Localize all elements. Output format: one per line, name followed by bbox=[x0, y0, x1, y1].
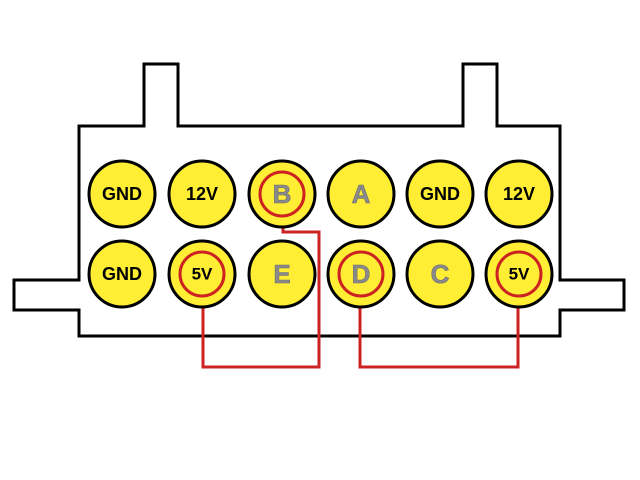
top-pin-6-label: 12V bbox=[503, 184, 535, 204]
bottom-pin-4-label: D bbox=[352, 259, 371, 289]
top-pin-row: GND 12V B A GND 12V bbox=[87, 159, 554, 229]
bottom-pin-row: GND 5V E D C 5V bbox=[87, 239, 554, 309]
bottom-pin-4-jumper-ring bbox=[337, 250, 385, 298]
top-pin-4-a bbox=[326, 159, 396, 229]
bottom-pin-3-label: E bbox=[273, 259, 290, 289]
top-pin-1-label: GND bbox=[102, 184, 142, 204]
bottom-pin-6-jumper-ring bbox=[495, 250, 543, 298]
bottom-pin-2-label: 5V bbox=[192, 265, 213, 284]
top-pin-3-jumper-ring bbox=[258, 170, 306, 218]
jumper-wire-d-to-5v bbox=[358, 290, 520, 369]
top-pin-2-12v bbox=[167, 159, 237, 229]
top-pin-4-label: A bbox=[352, 179, 371, 209]
bottom-pin-3-e bbox=[247, 239, 317, 309]
top-pin-1-gnd bbox=[87, 159, 157, 229]
top-pin-6-12v bbox=[484, 159, 554, 229]
bottom-pin-2-jumper-ring bbox=[178, 250, 226, 298]
top-pin-2-label: 12V bbox=[186, 184, 218, 204]
top-pin-3-label: B bbox=[273, 179, 292, 209]
bottom-pin-6-label: 5V bbox=[509, 265, 530, 284]
top-pin-5-label: GND bbox=[420, 184, 460, 204]
bottom-pin-1-label: GND bbox=[102, 264, 142, 284]
bottom-pin-1-gnd bbox=[87, 239, 157, 309]
top-pin-5-gnd bbox=[405, 159, 475, 229]
bottom-pin-5-c bbox=[405, 239, 475, 309]
bottom-pin-5-label: C bbox=[431, 259, 450, 289]
